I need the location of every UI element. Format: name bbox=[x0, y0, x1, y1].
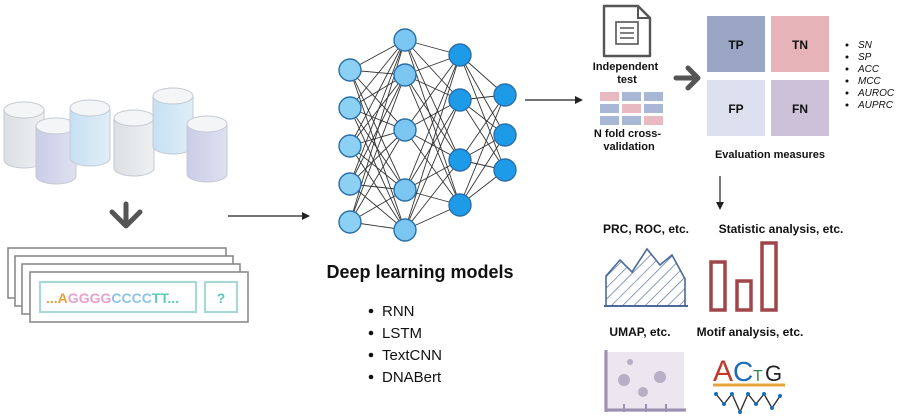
network-node bbox=[448, 193, 472, 217]
neural-network bbox=[338, 28, 517, 242]
network-node bbox=[393, 178, 417, 202]
model-item: TextCNN bbox=[382, 347, 442, 364]
network-node bbox=[448, 43, 472, 67]
metric-item: SN bbox=[858, 40, 873, 51]
unknown-label: ? bbox=[217, 290, 226, 306]
scatter-plot-icon bbox=[604, 350, 686, 412]
network-node bbox=[493, 123, 517, 147]
metric-item: SP bbox=[858, 52, 872, 63]
bullet-icon bbox=[368, 374, 374, 380]
motif-letter-c: C bbox=[733, 356, 753, 387]
database-cylinders bbox=[3, 87, 228, 185]
sequence-base: G bbox=[100, 290, 111, 306]
sequence-base: G bbox=[90, 290, 101, 306]
area-chart-icon bbox=[604, 247, 688, 307]
tp-label: TP bbox=[728, 38, 743, 52]
database-icon bbox=[35, 117, 77, 185]
down-arrow-icon bbox=[109, 201, 143, 229]
cross-validation-label: N fold cross- validation bbox=[594, 128, 664, 153]
bullet-icon bbox=[845, 103, 849, 107]
sequence-base: C bbox=[111, 290, 121, 306]
bullet-icon bbox=[845, 67, 849, 71]
database-icon bbox=[3, 101, 45, 169]
metric-item: ACC bbox=[857, 64, 880, 75]
prc-roc-label: PRC, ROC, etc. bbox=[603, 222, 689, 236]
sequence-base: C bbox=[132, 290, 142, 306]
metric-item: AUPRC bbox=[857, 100, 894, 111]
models-title: Deep learning models bbox=[326, 262, 513, 282]
evaluation-caption: Evaluation measures bbox=[715, 149, 825, 161]
statistic-label: Statistic analysis, etc. bbox=[719, 222, 844, 236]
database-icon bbox=[113, 109, 155, 177]
network-node bbox=[338, 58, 362, 82]
document-icon bbox=[602, 4, 652, 58]
sequence-base: G bbox=[79, 290, 90, 306]
fp-cell bbox=[707, 80, 765, 136]
bullet-icon bbox=[845, 91, 849, 95]
fn-cell bbox=[771, 80, 829, 136]
model-list: RNN LSTM TextCNN DNABert bbox=[368, 303, 442, 386]
database-icon bbox=[186, 115, 228, 183]
tp-cell bbox=[707, 16, 765, 72]
network-node bbox=[393, 218, 417, 242]
cross-validation-grid bbox=[600, 92, 663, 125]
network-node bbox=[493, 83, 517, 107]
sequence-base: C bbox=[121, 290, 131, 306]
network-node bbox=[393, 118, 417, 142]
independent-test-label: Independent test bbox=[593, 61, 661, 86]
model-item: RNN bbox=[382, 303, 415, 320]
model-item: DNABert bbox=[382, 369, 442, 386]
arrow-to-analysis bbox=[716, 176, 724, 210]
bullet-icon bbox=[368, 352, 374, 358]
fn-label: FN bbox=[792, 102, 808, 116]
arrow-right-icon bbox=[673, 65, 701, 91]
network-node bbox=[493, 158, 517, 182]
network-node bbox=[338, 172, 362, 196]
database-icon bbox=[69, 99, 111, 167]
motif-label: Motif analysis, etc. bbox=[697, 325, 804, 339]
metric-item: AUROC bbox=[857, 88, 895, 99]
network-node bbox=[448, 148, 472, 172]
sequence-base: G bbox=[68, 290, 79, 306]
tn-label: TN bbox=[792, 38, 808, 52]
sequence-dots-left: ... bbox=[46, 290, 58, 306]
umap-label: UMAP, etc. bbox=[609, 325, 670, 339]
sequence-dots-right: ... bbox=[167, 290, 179, 306]
sequence-cards: ...AGGGGCCCCTT... ? bbox=[7, 247, 249, 323]
fp-label: FP bbox=[728, 102, 743, 116]
motif-letter-a: A bbox=[713, 355, 733, 388]
sequence-base: C bbox=[142, 290, 152, 306]
motif-letter-g: G bbox=[765, 361, 782, 386]
confusion-matrix: TP TN FP FN bbox=[707, 16, 829, 136]
arrow-to-model bbox=[228, 212, 310, 220]
network-node bbox=[338, 210, 362, 234]
sequence-base: T bbox=[152, 290, 161, 306]
network-node bbox=[338, 96, 362, 120]
model-item: LSTM bbox=[382, 325, 422, 342]
sequence-base: T bbox=[160, 290, 169, 306]
bullet-icon bbox=[845, 43, 849, 47]
sequence-text: ...AGGGGCCCCTT... bbox=[46, 290, 179, 306]
network-node bbox=[393, 63, 417, 87]
bullet-icon bbox=[368, 308, 374, 314]
bullet-icon bbox=[368, 330, 374, 336]
sequence-base: A bbox=[58, 290, 68, 306]
bullet-icon bbox=[845, 55, 849, 59]
motif-logo-icon: A C T G bbox=[713, 355, 785, 414]
tn-cell bbox=[771, 16, 829, 72]
metric-item: MCC bbox=[858, 76, 882, 87]
network-node bbox=[338, 134, 362, 158]
bar-chart-icon bbox=[709, 241, 778, 312]
arrow-to-validation bbox=[525, 96, 583, 104]
motif-letter-t: T bbox=[753, 368, 763, 385]
bullet-icon bbox=[845, 79, 849, 83]
network-node bbox=[393, 28, 417, 52]
network-node bbox=[448, 88, 472, 112]
